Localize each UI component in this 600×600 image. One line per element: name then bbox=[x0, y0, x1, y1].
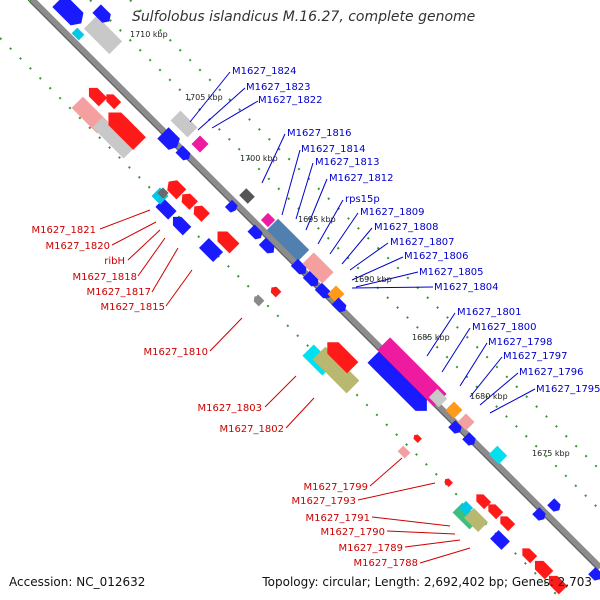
scale-labels: 1710 kbp 1705 kbp 1700 kbp 1695 kbp 1690… bbox=[130, 30, 570, 458]
scale-label: 1700 kbp bbox=[240, 154, 278, 163]
gene-label: M1627_1804 bbox=[434, 282, 499, 293]
gene-label: M1627_1799 bbox=[303, 482, 368, 493]
gene-label: M1627_1798 bbox=[488, 337, 553, 348]
gene-label: M1627_1795 bbox=[536, 384, 600, 395]
gene-label: M1627_1820 bbox=[45, 241, 110, 252]
gene-label: M1627_1814 bbox=[301, 144, 366, 155]
gene-label: M1627_1789 bbox=[338, 543, 403, 554]
map-title: Sulfolobus islandicus M.16.27, complete … bbox=[132, 9, 475, 25]
gene-label: M1627_1818 bbox=[72, 272, 137, 283]
gene-label: M1627_1815 bbox=[100, 302, 165, 313]
gene-label: M1627_1813 bbox=[315, 157, 380, 168]
scale-label: 1690 kbp bbox=[354, 275, 392, 284]
topology-label: Topology: circular; Length: 2,692,402 bp… bbox=[261, 575, 592, 589]
gene-label: M1627_1801 bbox=[457, 307, 522, 318]
scale-label: 1710 kbp bbox=[130, 30, 168, 39]
gene-label: M1627_1796 bbox=[519, 367, 584, 378]
gene-label: M1627_1806 bbox=[404, 251, 469, 262]
gene-label: M1627_1790 bbox=[320, 527, 385, 538]
gene-label: M1627_1822 bbox=[258, 95, 323, 106]
gene-label: M1627_1800 bbox=[472, 322, 537, 333]
gene-label: M1627_1816 bbox=[287, 128, 352, 139]
gene-label: M1627_1807 bbox=[390, 237, 455, 248]
gene-label: M1627_1821 bbox=[31, 225, 96, 236]
scale-label: 1705 kbp bbox=[185, 93, 223, 102]
gene-label: M1627_1805 bbox=[419, 267, 484, 278]
scale-label: 1685 kbp bbox=[412, 333, 450, 342]
gene-label: M1627_1793 bbox=[291, 496, 356, 507]
gene-label: M1627_1817 bbox=[86, 287, 151, 298]
accession-label: Accession: NC_012632 bbox=[9, 575, 145, 589]
gene-label: ribH bbox=[104, 256, 125, 267]
gene-label: M1627_1809 bbox=[360, 207, 425, 218]
forward-label-leaders bbox=[189, 71, 536, 414]
track-line-inner-right bbox=[89, 0, 600, 511]
gene-label: M1627_1823 bbox=[246, 82, 311, 93]
gene-label: M1627_1788 bbox=[353, 558, 418, 569]
track-line-outer-right bbox=[129, 0, 600, 471]
scale-label: 1695 kbp bbox=[298, 215, 336, 224]
reverse-strand-outer-features bbox=[71, 87, 568, 595]
reverse-gene-labels: M1627_1821 M1627_1820 ribH M1627_1818 M1… bbox=[31, 225, 418, 569]
gene-label: M1627_1808 bbox=[374, 222, 439, 233]
forward-gene-labels: M1627_1824 M1627_1823 M1627_1822 M1627_1… bbox=[232, 66, 600, 395]
scale-label: 1680 kbp bbox=[470, 392, 508, 401]
gene-label: M1627_1791 bbox=[305, 513, 370, 524]
gene-label: M1627_1803 bbox=[197, 403, 262, 414]
gene-label: M1627_1797 bbox=[503, 351, 568, 362]
gene-label: M1627_1810 bbox=[143, 347, 208, 358]
scale-label: 1675 kbp bbox=[532, 449, 570, 458]
gene-label: rps15p bbox=[345, 194, 380, 205]
gene-label: M1627_1824 bbox=[232, 66, 297, 77]
gene-label: M1627_1812 bbox=[329, 173, 394, 184]
gene-label: M1627_1802 bbox=[219, 424, 284, 435]
reverse-label-leaders bbox=[99, 209, 471, 564]
